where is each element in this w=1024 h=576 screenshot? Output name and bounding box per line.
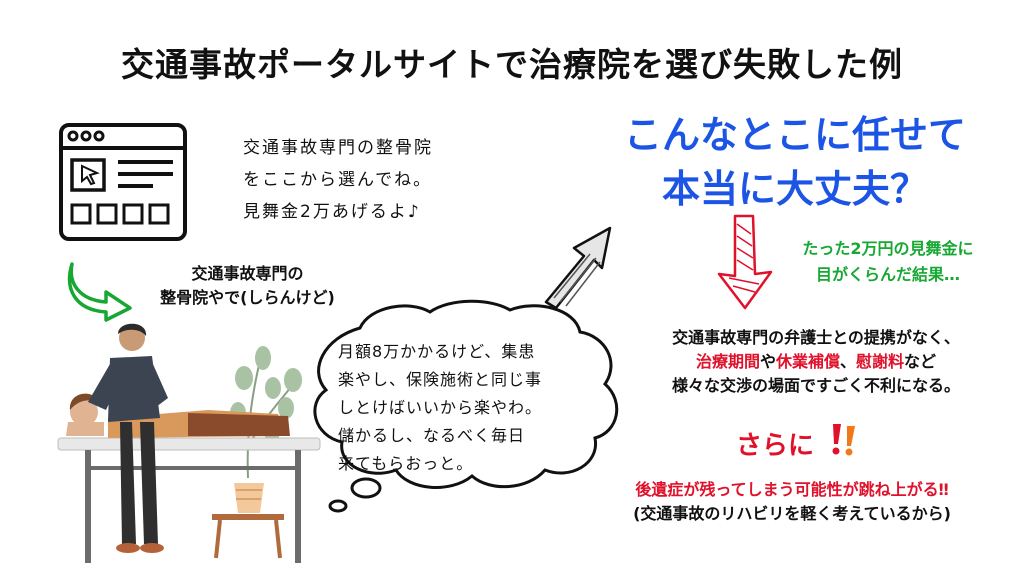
comma-text: 、	[840, 352, 857, 371]
portal-message: 交通事故専門の整骨院 をここから選んでね。 見舞金2万あげるよ♪	[243, 132, 433, 228]
cursor-icon	[81, 164, 100, 186]
risk-text: 後遺症が残ってしまう可能性が跳ね上がる‼ (交通事故のリハビリを軽く考えているか…	[560, 478, 1024, 526]
thought-line: 儲かるし、なるべく毎日	[338, 426, 526, 445]
risk-line-2: (交通事故のリハビリを軽く考えているから)	[633, 504, 951, 523]
clinic-label-line: 交通事故専門の	[191, 264, 304, 283]
red-arrow-icon	[717, 214, 773, 310]
problem-line-1: 交通事故専門の弁護士との提携がなく、	[672, 328, 960, 347]
connector-text: や	[759, 352, 776, 371]
sarani-text: さらに	[736, 431, 815, 461]
problem-text: 交通事故専門の弁護士との提携がなく、 治療期間や休業補償、慰謝料など 様々な交渉…	[608, 326, 1024, 398]
blinded-line: たった2万円の見舞金に	[802, 239, 974, 258]
exclamation-icon	[832, 424, 856, 456]
portal-message-line: 交通事故専門の整骨院	[243, 138, 433, 158]
thought-line: 来てもらおっと。	[338, 454, 474, 473]
page-title: 交通事故ポータルサイトで治療院を選び失敗した例	[121, 45, 903, 84]
therapist-illustration	[88, 323, 168, 553]
thought-line: 月額8万かかるけど、集患	[338, 342, 536, 361]
green-curved-arrow-icon	[67, 262, 132, 322]
consolation-money-text: 慰謝料	[856, 352, 905, 371]
headline: こんなとこに任せて 本当に大丈夫？	[600, 108, 990, 216]
thought-line: 楽やし、保険施術と同じ事	[338, 370, 543, 389]
plant-illustration	[212, 346, 302, 559]
clinic-label-line: 整骨院やで(しらんけど)	[160, 288, 335, 307]
headline-line: 本当に大丈夫？	[661, 167, 928, 211]
clinic-label: 交通事故専門の 整骨院やで(しらんけど)	[140, 262, 355, 310]
problem-line-2: 治療期間や休業補償、慰謝料など	[608, 350, 1024, 374]
thought-bubble	[313, 299, 619, 513]
treatment-period-text: 治療期間	[695, 352, 760, 371]
headline-line: こんなとこに任せて	[623, 113, 966, 157]
portal-message-line: をここから選んでね。	[243, 170, 433, 190]
thought-bubble-text: 月額8万かかるけど、集患 楽やし、保険施術と同じ事 しとけばいいから楽やわ。 儲…	[338, 338, 608, 478]
sarani-block: さらに	[736, 422, 896, 462]
portal-message-line: 見舞金2万あげるよ♪	[243, 202, 421, 222]
blinded-text: たった2万円の見舞金に 目がくらんだ結果…	[758, 236, 1018, 288]
etc-text: など	[904, 352, 937, 371]
risk-line-1: 後遺症が残ってしまう可能性が跳ね上がる‼	[635, 480, 949, 499]
massage-scene-illustration	[57, 323, 321, 563]
leave-compensation-text: 休業補償	[775, 352, 840, 371]
thought-line: しとけばいいから楽やわ。	[338, 398, 543, 417]
gray-arrow-icon	[544, 226, 612, 310]
problem-line-3: 様々な交渉の場面ですごく不利になる。	[671, 376, 960, 395]
browser-window-icon	[59, 123, 187, 241]
blinded-line: 目がくらんだ結果…	[815, 265, 960, 284]
